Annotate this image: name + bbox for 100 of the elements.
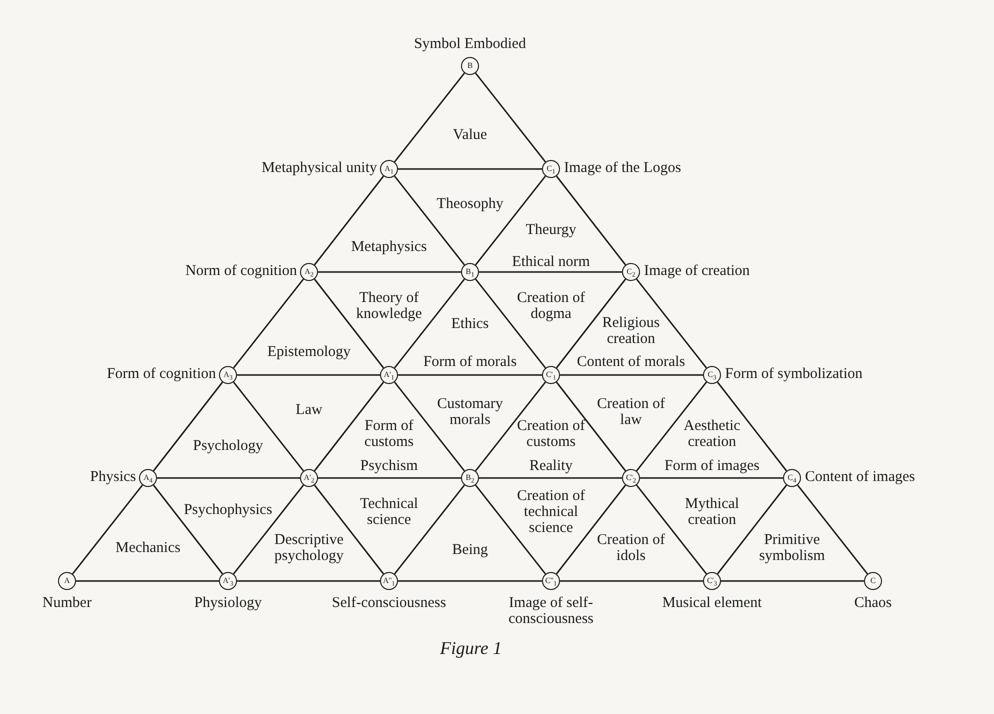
region-label: Content of morals: [576, 354, 686, 370]
region-label: Form of customs: [363, 418, 415, 450]
region-label: Theurgy: [524, 222, 578, 238]
vertex-circle: C'$_{1}$: [542, 366, 560, 384]
connector-line: [636, 278, 708, 368]
vertex-label: Physiology: [193, 595, 263, 611]
connector-line: [636, 382, 708, 472]
region-label: Law: [294, 402, 324, 418]
connector-line: [721, 580, 864, 582]
vertex-circle: A'$_{1}$: [380, 366, 398, 384]
vertex-label: Number: [41, 595, 93, 611]
region-label: Theosophy: [436, 196, 504, 212]
connector-line: [314, 278, 384, 368]
vertex-circle: A$_{4}$: [139, 469, 157, 487]
region-label: Form of images: [664, 458, 760, 474]
connector-line: [318, 477, 461, 479]
connector-line: [237, 580, 380, 582]
vertex-circle: A$_{1}$: [380, 160, 398, 178]
vertex-circle: C'$_{3}$: [703, 572, 721, 590]
region-label: Primitive symbolism: [758, 532, 826, 564]
connector-line: [394, 484, 466, 574]
connector-line: [152, 484, 224, 574]
connector-line: [479, 477, 622, 479]
vertex-circle: B$_{1}$: [461, 263, 479, 281]
connector-line: [76, 580, 219, 582]
connector-line: [152, 382, 224, 472]
connector-line: [474, 484, 546, 574]
connector-line: [560, 374, 703, 376]
vertex-label: Form of cognition: [106, 366, 216, 382]
region-label: Ethical norm: [511, 254, 591, 270]
connector-line: [157, 477, 300, 479]
region-label: Metaphysics: [350, 239, 428, 255]
vertex-label: Image of the Logos: [564, 160, 682, 176]
connector-line: [394, 382, 466, 472]
region-label: Psychology: [192, 438, 264, 454]
vertex-label: Symbol Embodied: [414, 36, 526, 52]
vertex-label: Chaos: [853, 595, 893, 611]
connector-line: [636, 484, 708, 574]
vertex-label: Metaphysical unity: [262, 160, 377, 176]
connector-line: [314, 484, 384, 574]
region-label: Creation of customs: [516, 418, 586, 450]
connector-line: [479, 271, 622, 273]
vertex-circle: A: [58, 572, 76, 590]
region-label: Technical science: [358, 496, 420, 528]
connector-line: [556, 484, 626, 574]
vertex-circle: A$_{2}$: [300, 263, 318, 281]
region-label: Psychophysics: [182, 502, 274, 518]
region-label: Customary morals: [436, 396, 504, 428]
region-label: Psychism: [359, 458, 419, 474]
connector-line: [474, 176, 546, 266]
figure-caption: Figure 1: [440, 638, 502, 659]
connector-line: [314, 382, 384, 472]
connector-line: [232, 484, 304, 574]
connector-line: [474, 382, 546, 472]
vertex-circle: C'$_{2}$: [622, 469, 640, 487]
connector-line: [640, 477, 783, 479]
connector-line: [232, 278, 304, 368]
region-label: Mechanics: [114, 540, 182, 556]
region-label: Creation of law: [596, 396, 666, 428]
vertex-circle: C: [864, 572, 882, 590]
vertex-circle: A'$_{2}$: [300, 469, 318, 487]
region-label: Value: [452, 127, 488, 143]
region-label: Mythical creation: [684, 496, 740, 528]
vertex-label: Image of creation: [644, 263, 750, 279]
vertex-circle: C$_{3}$: [703, 366, 721, 384]
region-label: Epistemology: [266, 344, 352, 360]
vertex-label: Content of images: [805, 469, 915, 485]
connector-line: [232, 382, 304, 472]
region-label: Creation of idols: [596, 532, 666, 564]
connector-line: [556, 278, 626, 368]
vertex-circle: A''$_{1}$: [380, 572, 398, 590]
connector-line: [398, 168, 542, 170]
connector-line: [237, 374, 380, 376]
vertex-circle: A'$_{3}$: [219, 572, 237, 590]
connector-line: [556, 382, 626, 472]
connector-line: [314, 176, 384, 266]
region-label: Theory of knowledge: [355, 290, 423, 322]
connector-line: [474, 278, 546, 368]
connector-line: [716, 382, 788, 472]
region-label: Ethics: [450, 316, 490, 332]
region-label: Descriptive psychology: [273, 532, 345, 564]
vertex-label: Image of self-consciousness: [508, 595, 594, 627]
vertex-label: Musical element: [661, 595, 763, 611]
connector-line: [394, 176, 466, 266]
vertex-circle: C$_{1}$: [542, 160, 560, 178]
connector-line: [394, 278, 466, 368]
connector-line: [560, 580, 703, 582]
connector-line: [716, 484, 788, 574]
region-label: Creation of dogma: [516, 290, 586, 322]
connector-line: [398, 374, 542, 376]
vertex-circle: B: [461, 57, 479, 75]
connector-line: [474, 72, 546, 162]
vertex-label: Self-consciousness: [330, 595, 448, 611]
region-label: Religious creation: [601, 315, 661, 347]
vertex-label: Form of symbolization: [725, 366, 862, 382]
region-label: Reality: [528, 458, 574, 474]
connector-line: [796, 484, 868, 574]
connector-line: [72, 484, 144, 574]
region-label: Creation of technical science: [516, 488, 586, 536]
region-label: Being: [451, 542, 489, 558]
